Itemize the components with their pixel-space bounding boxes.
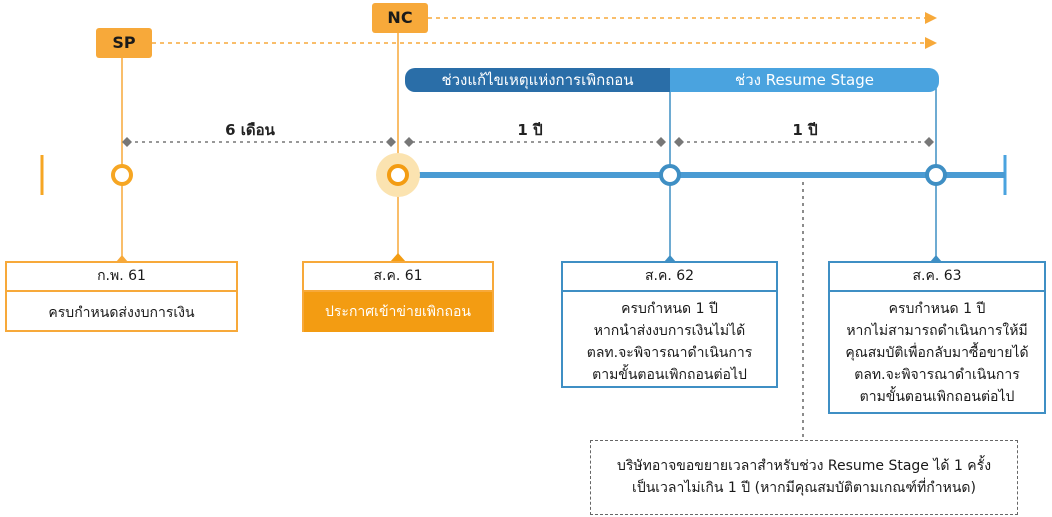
node-aug63 — [925, 164, 947, 186]
milestone-date: ส.ค. 63 — [830, 263, 1044, 292]
milestone-text: หากไม่สามารถดำเนินการให้มี — [846, 323, 1028, 339]
milestone-text: ตลท.จะพิจารณาดำเนินการ — [854, 367, 1020, 383]
milestone-text: ครบกำหนด 1 ปี — [888, 301, 986, 317]
milestone-box-aug63: ส.ค. 63 ครบกำหนด 1 ปี หากไม่สามารถดำเนิน… — [828, 261, 1046, 414]
band-fix-label: ช่วงแก้ไขเหตุแห่งการเพิกถอน — [441, 71, 634, 89]
pointer-aug63 — [930, 255, 942, 262]
extension-note: บริษัทอาจขอขยายเวลาสำหรับช่วง Resume Sta… — [590, 440, 1018, 515]
note-line-1: บริษัทอาจขอขยายเวลาสำหรับช่วง Resume Sta… — [616, 458, 992, 474]
milestone-date: ส.ค. 61 — [304, 263, 492, 292]
milestone-box-feb61: ก.พ. 61 ครบกำหนดส่งงบการเงิน — [5, 261, 238, 332]
band-resume: ช่วง Resume Stage — [670, 68, 939, 92]
milestone-box-aug61: ส.ค. 61 ประกาศเข้าข่ายเพิกถอน — [302, 261, 494, 332]
duration-1-label: 6 เดือน — [225, 121, 275, 139]
milestone-date: ส.ค. 62 — [563, 263, 776, 292]
node-aug61 — [387, 164, 409, 186]
node-aug62 — [659, 164, 681, 186]
nc-marker: NC — [372, 3, 428, 33]
note-line-2: เป็นเวลาไม่เกิน 1 ปี (หากมีคุณสมบัติตามเ… — [632, 480, 976, 496]
milestone-text: ตามขั้นตอนเพิกถอนต่อไป — [859, 389, 1015, 405]
milestone-text: ครบกำหนด 1 ปี — [621, 301, 718, 317]
duration-3-line — [674, 137, 934, 147]
duration-2-line — [404, 137, 666, 147]
milestone-date: ก.พ. 61 — [7, 263, 236, 292]
sp-marker: SP — [96, 28, 152, 58]
milestone-box-aug62: ส.ค. 62 ครบกำหนด 1 ปี หากนำส่งงบการเงินไ… — [561, 261, 778, 388]
duration-3-label: 1 ปี — [792, 121, 818, 139]
duration-1-line — [122, 137, 396, 147]
milestone-text: ครบกำหนดส่งงบการเงิน — [48, 305, 195, 321]
pointer-aug61 — [390, 253, 406, 262]
milestone-text: คุณสมบัติเพื่อกลับมาซื้อขายได้ — [845, 345, 1029, 361]
pointer-aug62 — [664, 255, 676, 262]
pointer-feb61 — [116, 255, 128, 262]
milestone-text: ตามขั้นตอนเพิกถอนต่อไป — [592, 367, 747, 383]
node-feb61 — [111, 164, 133, 186]
band-fix: ช่วงแก้ไขเหตุแห่งการเพิกถอน — [405, 68, 670, 92]
milestone-text: ตลท.จะพิจารณาดำเนินการ — [586, 345, 753, 361]
band-resume-label: ช่วง Resume Stage — [735, 71, 874, 89]
milestone-text: หากนำส่งงบการเงินไม่ได้ — [593, 323, 746, 339]
sp-marker-label: SP — [112, 33, 136, 52]
duration-2-label: 1 ปี — [517, 121, 543, 139]
milestone-text: ประกาศเข้าข่ายเพิกถอน — [325, 304, 471, 320]
nc-marker-label: NC — [387, 8, 413, 27]
